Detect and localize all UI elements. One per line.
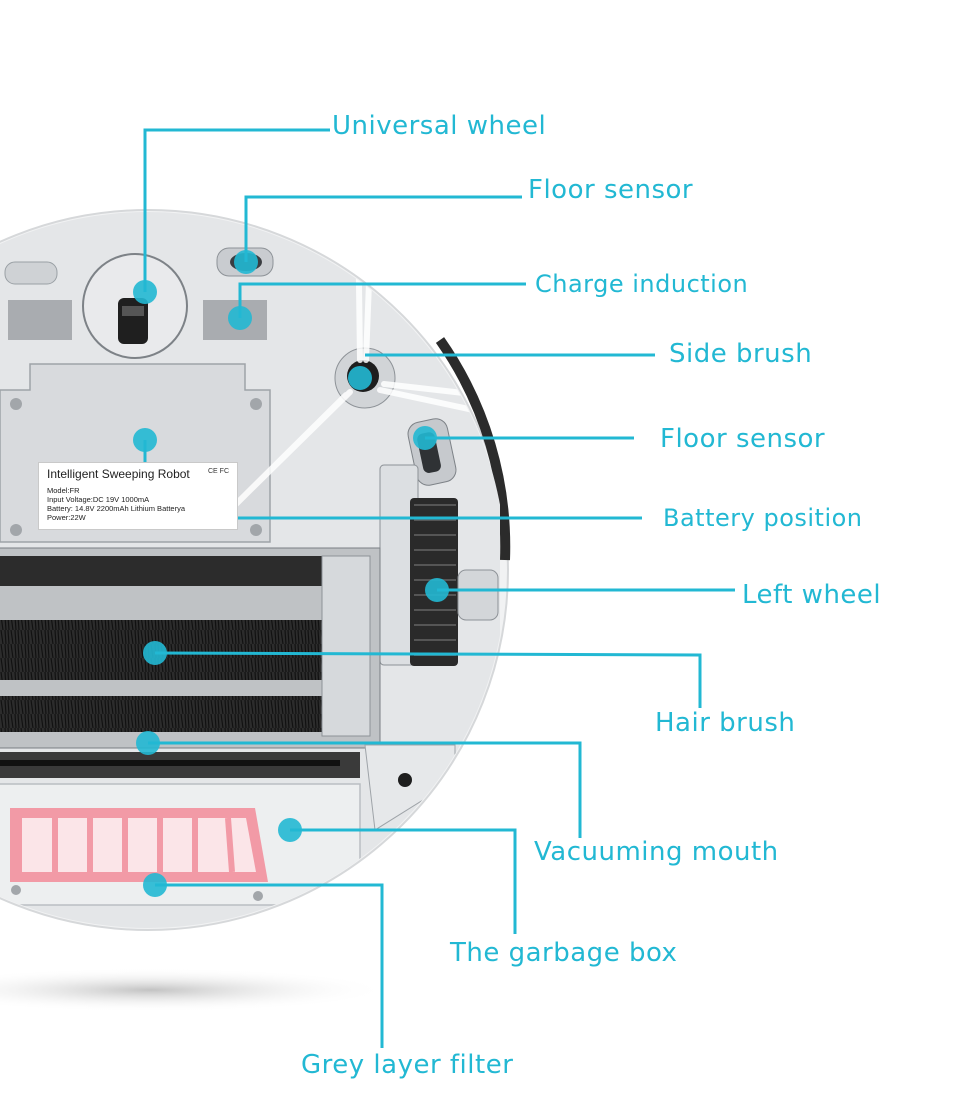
robot-dark-edge [435, 337, 511, 561]
dot-universal-wheel [133, 280, 157, 304]
leader-hair-brush [154, 651, 702, 708]
dot-floor-sensor-right [413, 426, 437, 450]
label-grey-layer-filter: Grey layer filter [301, 1050, 514, 1080]
sticker-battery: Battery: 14.8V 2200mAh Lithium Batterya [47, 504, 185, 513]
dot-vacuuming-mouth [136, 731, 160, 755]
leader-universal-wheel [143, 128, 330, 292]
floor-shadow [0, 968, 390, 1012]
dot-grey-layer-filter [143, 873, 167, 897]
label-floor-sensor-right: Floor sensor [660, 424, 826, 454]
leader-garbage-box [290, 828, 517, 934]
label-hair-brush: Hair brush [655, 708, 796, 738]
label-battery-position: Battery position [663, 504, 863, 532]
leader-vacuuming-mouth [148, 741, 582, 838]
sticker-model: Model:FR [47, 486, 80, 495]
grey-layer-filter-frame [10, 808, 268, 882]
label-charge-induction: Charge induction [535, 270, 749, 298]
sticker-power: Power:22W [47, 513, 86, 522]
dot-left-wheel [425, 578, 449, 602]
dot-hair-brush [143, 641, 167, 665]
label-floor-sensor-top: Floor sensor [528, 175, 694, 205]
left-wheel-assembly [379, 464, 499, 666]
leader-floor-sensor-top [244, 195, 522, 262]
callout-dots [133, 250, 449, 897]
label-side-brush: Side brush [669, 339, 813, 369]
label-vacuuming-mouth: Vacuuming mouth [534, 837, 779, 867]
left-pad [8, 300, 72, 340]
label-universal-wheel: Universal wheel [332, 111, 547, 141]
dot-side-brush [348, 366, 372, 390]
label-garbage-box: The garbage box [450, 938, 678, 968]
sticker-title: Intelligent Sweeping Robot [47, 467, 190, 481]
certification-marks: CE FC [208, 468, 229, 475]
sticker-input-voltage: Input Voltage:DC 19V 1000mA [47, 495, 150, 504]
label-left-wheel: Left wheel [742, 580, 882, 610]
universal-wheel [118, 298, 148, 344]
dot-charge-induction [228, 306, 252, 330]
leader-grey-layer-filter [155, 883, 384, 1048]
dot-battery-position [133, 428, 157, 452]
dot-garbage-box [278, 818, 302, 842]
product-label-sticker: Intelligent Sweeping Robot CE FC Model:F… [38, 462, 238, 530]
dot-floor-sensor-top [234, 250, 258, 274]
left-top-sensor [4, 261, 58, 285]
